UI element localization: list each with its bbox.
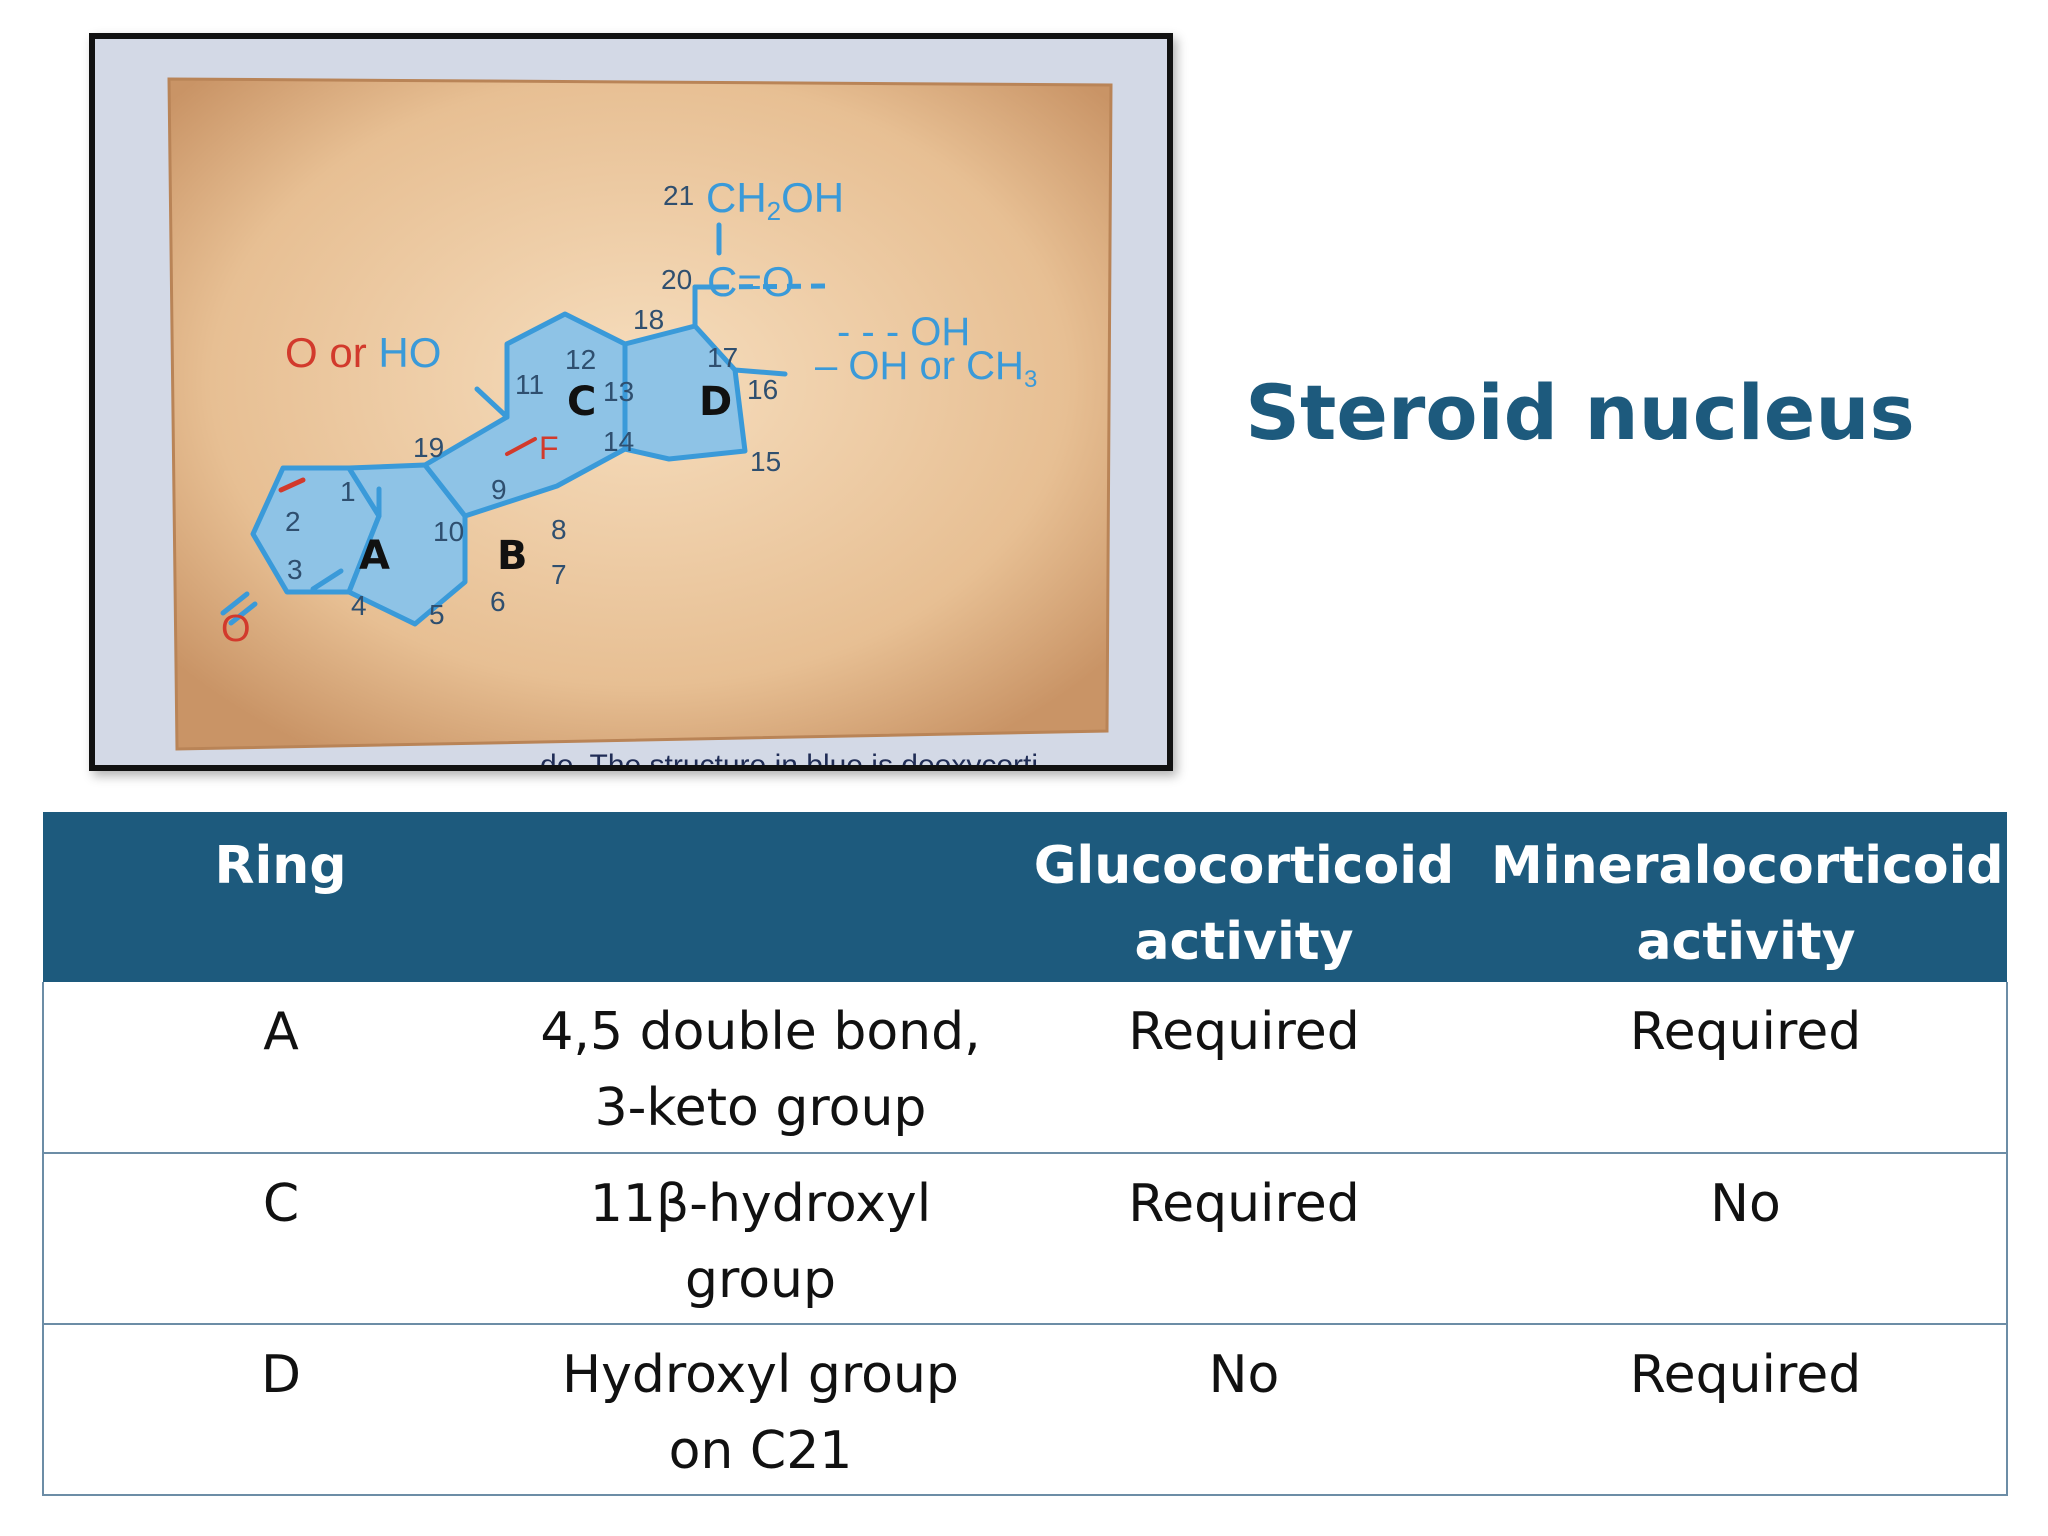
ring-cell: A — [42, 982, 518, 1154]
table-row: C 11β-hydroxyl group Required No — [42, 1153, 2008, 1325]
feature-cell: Hydroxyl group on C21 — [518, 1324, 1003, 1496]
carbon-number: 17 — [707, 342, 738, 373]
header-glucocorticoid-activity: Glucocorticoid activity — [1003, 812, 1485, 982]
photo-caption-fragment: ...de. The structure in blue is deoxycor… — [515, 749, 1063, 765]
carbon-number: 1 — [340, 476, 356, 507]
c16-substituent: – OH or CH3 — [815, 344, 1037, 393]
table-header-row: Ring Glucocorticoid activity Mineralocor… — [43, 812, 2007, 982]
glucocorticoid-cell: Required — [1003, 982, 1485, 1154]
glucocorticoid-cell: Required — [1003, 1153, 1485, 1325]
ring-label-d: D — [699, 379, 732, 425]
header-feature — [518, 812, 1003, 982]
header-mineralocorticoid-activity: Mineralocorticoid activity — [1485, 812, 2007, 982]
steroid-structure-photo: CH2OH C=O - - - OH – OH or CH3 O or HO F… — [89, 33, 1173, 771]
carbon-number: 16 — [747, 374, 778, 405]
carbon-number: 7 — [551, 559, 567, 590]
carbon-number: 9 — [491, 474, 507, 505]
carbon-number: 14 — [603, 426, 634, 457]
ring-cell: D — [42, 1324, 518, 1496]
carbon-number: 19 — [413, 432, 444, 463]
carbon-number: 18 — [633, 304, 664, 335]
carbon-number: 10 — [433, 516, 464, 547]
carbon-number: 11 — [515, 369, 544, 400]
table-row: D Hydroxyl group on C21 No Required — [42, 1324, 2008, 1496]
ring-label-c: C — [567, 379, 596, 425]
c17-alpha-hydroxyl: - - - OH — [837, 310, 970, 354]
mineralocorticoid-cell: Required — [1485, 1324, 2008, 1496]
header-ring: Ring — [43, 812, 518, 982]
carbon-number: 15 — [750, 446, 781, 477]
glucocorticoid-cell: No — [1003, 1324, 1485, 1496]
slide-title: Steroid nucleus — [1245, 368, 1915, 457]
mineralocorticoid-cell: No — [1485, 1153, 2008, 1325]
carbon-number: 2 — [285, 506, 301, 537]
ring-label-b: B — [497, 533, 528, 579]
feature-cell: 4,5 double bond, 3-keto group — [518, 982, 1003, 1154]
feature-cell: 11β-hydroxyl group — [518, 1153, 1003, 1325]
steroid-activity-table: Ring Glucocorticoid activity Mineralocor… — [42, 812, 2008, 1496]
c20-carbonyl: C=O — [707, 258, 795, 305]
carbon-number: 21 — [663, 180, 694, 211]
c11-substituent: O or HO — [285, 329, 441, 376]
c3-keto-oxygen: O — [221, 608, 251, 650]
steroid-structure-diagram: CH2OH C=O - - - OH – OH or CH3 O or HO F… — [95, 39, 1167, 765]
c9-fluorine: F — [539, 430, 559, 466]
carbon-number: 20 — [661, 264, 692, 295]
carbon-number: 13 — [603, 376, 634, 407]
carbon-number: 4 — [351, 590, 367, 621]
carbon-number: 5 — [429, 599, 445, 630]
mineralocorticoid-cell: Required — [1485, 982, 2008, 1154]
ring-cell: C — [42, 1153, 518, 1325]
ring-label-a: A — [359, 533, 390, 579]
carbon-number: 3 — [287, 554, 303, 585]
carbon-number: 6 — [490, 586, 506, 617]
carbon-number: 8 — [551, 514, 567, 545]
carbon-number: 12 — [565, 344, 596, 375]
c21-group: CH2OH — [706, 174, 844, 226]
table-row: A 4,5 double bond, 3-keto group Required… — [42, 982, 2008, 1154]
